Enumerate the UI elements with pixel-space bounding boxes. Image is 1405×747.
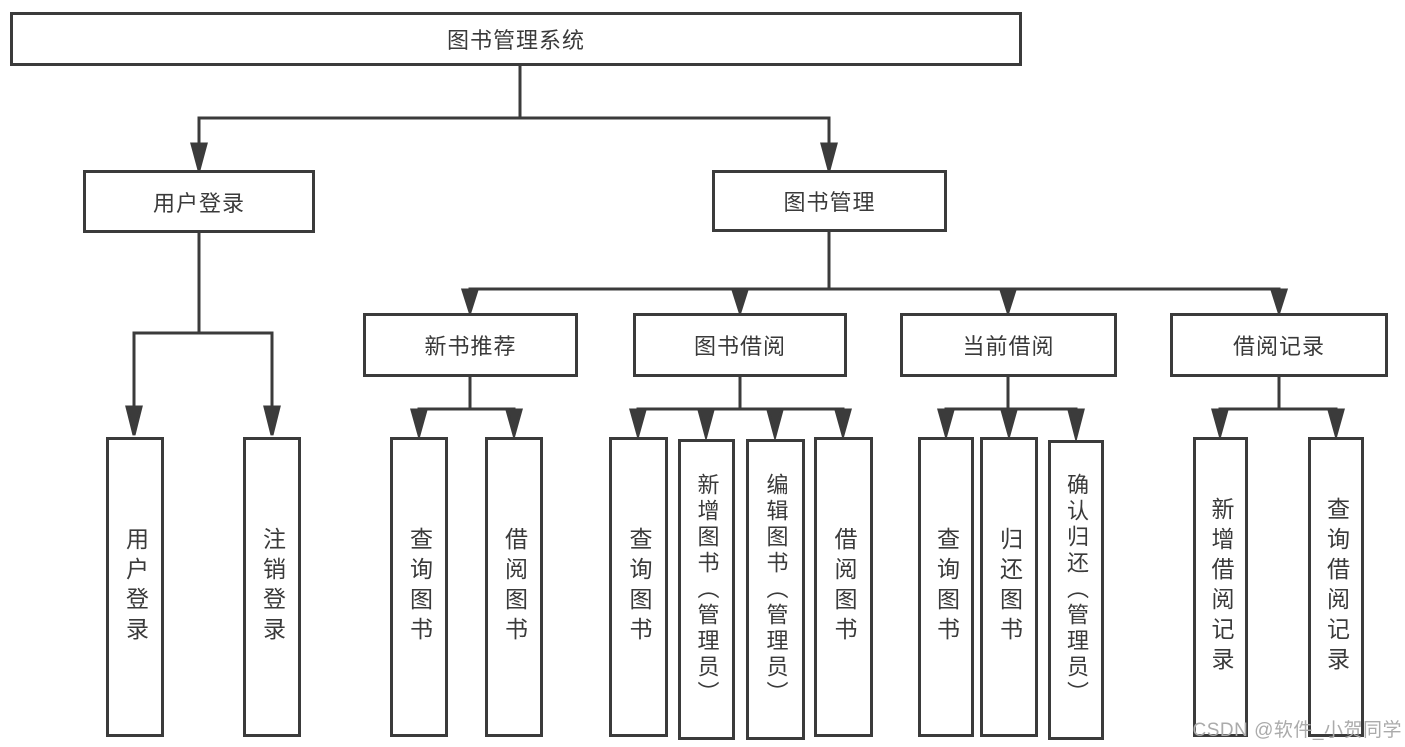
connector-new-book-children [410,377,523,441]
leaf-current-return-books: 归还图书 [980,437,1038,737]
connector-book-management-children [460,232,1289,317]
connector-current-borrowing-children [937,377,1085,443]
connector-root-to-modules [190,66,838,176]
connector-book-borrowing-children [629,377,852,442]
node-user-login-module: 用户登录 [83,170,315,233]
leaf-logout: 注销登录 [243,437,301,737]
leaf-records-add-record: 新增借阅记录 [1193,437,1248,737]
node-borrowing-records: 借阅记录 [1170,313,1388,377]
leaf-records-query-record: 查询借阅记录 [1308,437,1364,737]
leaf-borrowing-edit-book-admin: 编辑图书（管理员） [746,439,805,740]
connector-borrowing-records-children [1211,377,1345,441]
watermark: CSDN @软件_小贺同学 [1192,720,1402,741]
node-current-borrowing: 当前借阅 [900,313,1117,377]
leaf-user-login: 用户登录 [106,437,164,737]
node-new-book-recommendation: 新书推荐 [363,313,578,377]
node-library-management-system: 图书管理系统 [10,12,1022,66]
leaf-borrowing-add-book-admin: 新增图书（管理员） [678,439,735,740]
leaf-borrowing-query-books: 查询图书 [609,437,668,737]
leaf-borrowing-borrow-books: 借阅图书 [814,437,873,737]
leaf-newbook-query-books: 查询图书 [390,437,448,737]
node-book-borrowing: 图书借阅 [633,313,847,377]
leaf-current-query-books: 查询图书 [918,437,974,737]
node-book-management-module: 图书管理 [712,170,947,232]
leaf-newbook-borrow-books: 借阅图书 [485,437,543,737]
connector-user-login-children [125,233,281,436]
leaf-current-confirm-return-admin: 确认归还（管理员） [1048,440,1104,740]
